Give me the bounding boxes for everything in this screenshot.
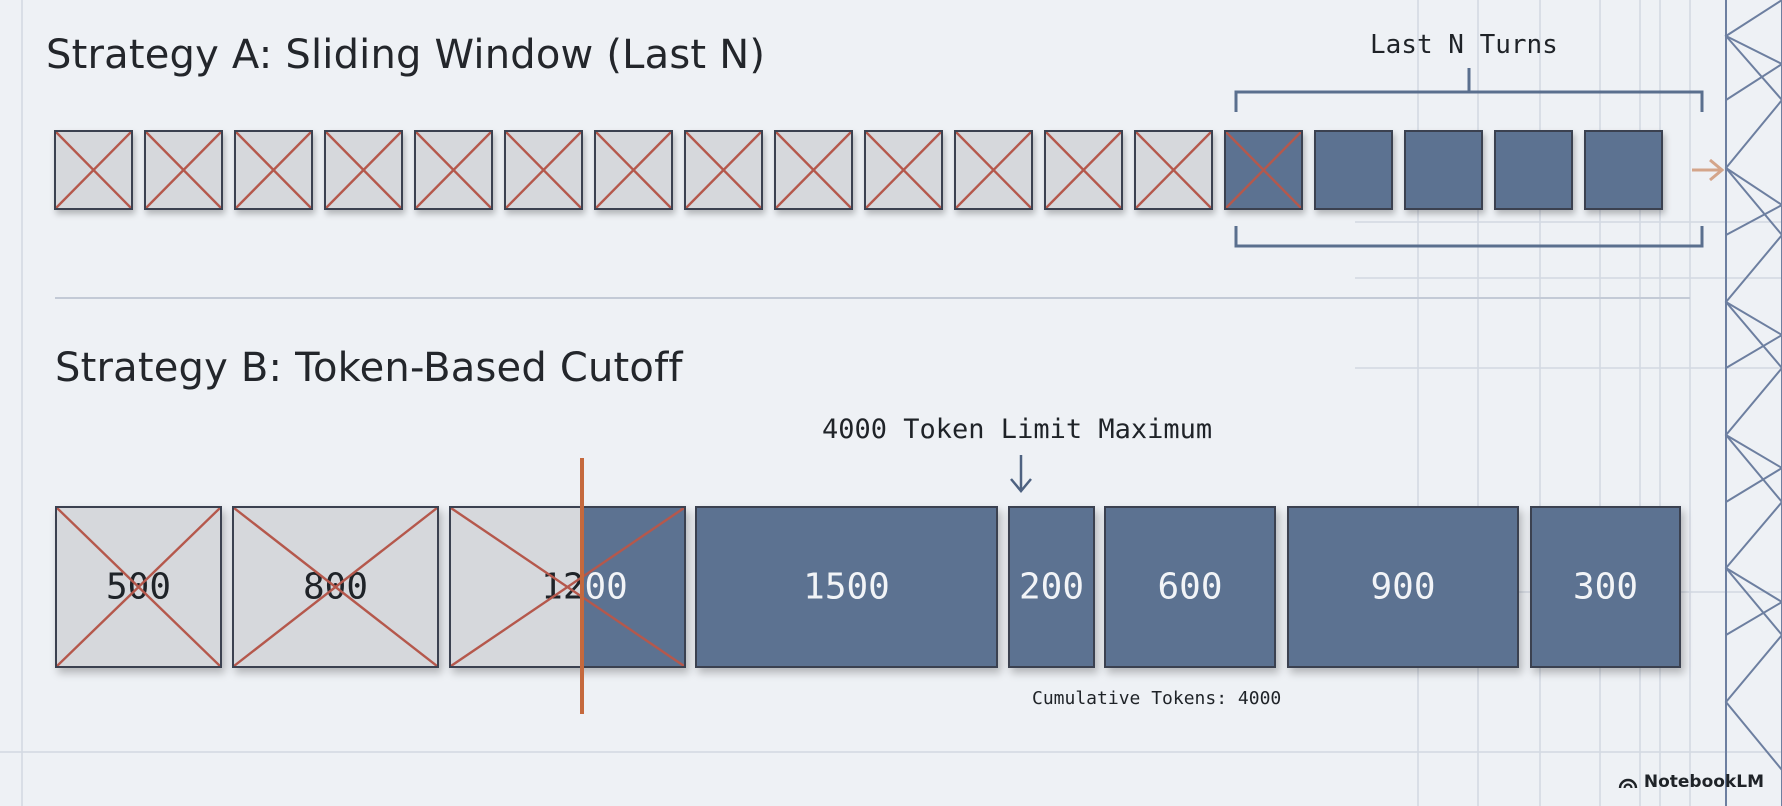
turn-block-1 — [54, 130, 133, 210]
turn-block-15 — [1314, 130, 1393, 210]
token-block-600: 600 — [1104, 506, 1276, 668]
turn-block-16 — [1404, 130, 1483, 210]
token-block-1200: 1200 — [449, 506, 686, 668]
turn-block-14 — [1224, 130, 1303, 210]
cross-mark-icon — [776, 132, 851, 208]
turn-block-6 — [504, 130, 583, 210]
cross-mark-icon — [1136, 132, 1211, 208]
token-block-500: 500 — [55, 506, 222, 668]
cross-mark-icon — [326, 132, 401, 208]
turn-block-2 — [144, 130, 223, 210]
token-count: 600 — [1157, 566, 1223, 608]
turn-block-17 — [1494, 130, 1573, 210]
cross-mark-icon — [1046, 132, 1121, 208]
turn-block-8 — [684, 130, 763, 210]
token-count: 200 — [1018, 566, 1085, 608]
token-count: 1200 — [451, 567, 684, 608]
turn-block-11 — [954, 130, 1033, 210]
notebooklm-icon — [1618, 778, 1638, 789]
token-block-800: 800 — [232, 506, 439, 668]
turn-block-12 — [1044, 130, 1123, 210]
cross-mark-icon — [506, 132, 581, 208]
cross-mark-icon — [451, 508, 684, 666]
strategy-a-title: Strategy A: Sliding Window (Last N) — [46, 32, 766, 78]
cross-mark-icon — [686, 132, 761, 208]
cross-mark-icon — [146, 132, 221, 208]
cross-mark-icon — [57, 508, 220, 666]
token-block-300: 300 — [1530, 506, 1681, 668]
cross-mark-icon — [236, 132, 311, 208]
turn-block-4 — [324, 130, 403, 210]
turn-block-7 — [594, 130, 673, 210]
turn-block-9 — [774, 130, 853, 210]
token-count: 1500 — [803, 566, 890, 608]
turn-block-18 — [1584, 130, 1663, 210]
kept-portion — [580, 508, 684, 666]
cross-mark-icon — [596, 132, 671, 208]
token-limit-label: 4000 Token Limit Maximum — [822, 414, 1213, 445]
cross-mark-icon — [866, 132, 941, 208]
brand-name: NotebookLM — [1643, 772, 1764, 792]
token-block-900: 900 — [1287, 506, 1519, 668]
token-count: 900 — [1370, 566, 1436, 608]
cross-mark-icon — [234, 508, 437, 666]
last-n-turns-label: Last N Turns — [1370, 30, 1558, 60]
token-block-1500: 1500 — [695, 506, 998, 668]
cumulative-tokens-label: Cumulative Tokens: 4000 — [1032, 688, 1282, 709]
token-count: 300 — [1572, 566, 1639, 608]
cross-mark-icon — [56, 132, 131, 208]
cross-mark-icon — [956, 132, 1031, 208]
cross-mark-icon — [416, 132, 491, 208]
turn-block-5 — [414, 130, 493, 210]
turn-block-3 — [234, 130, 313, 210]
turn-block-13 — [1134, 130, 1213, 210]
turn-block-10 — [864, 130, 943, 210]
cross-mark-icon — [1226, 132, 1301, 208]
strategy-b-title: Strategy B: Token-Based Cutoff — [55, 345, 683, 391]
token-block-200: 200 — [1008, 506, 1095, 668]
brand-logo: NotebookLM — [1618, 772, 1764, 792]
